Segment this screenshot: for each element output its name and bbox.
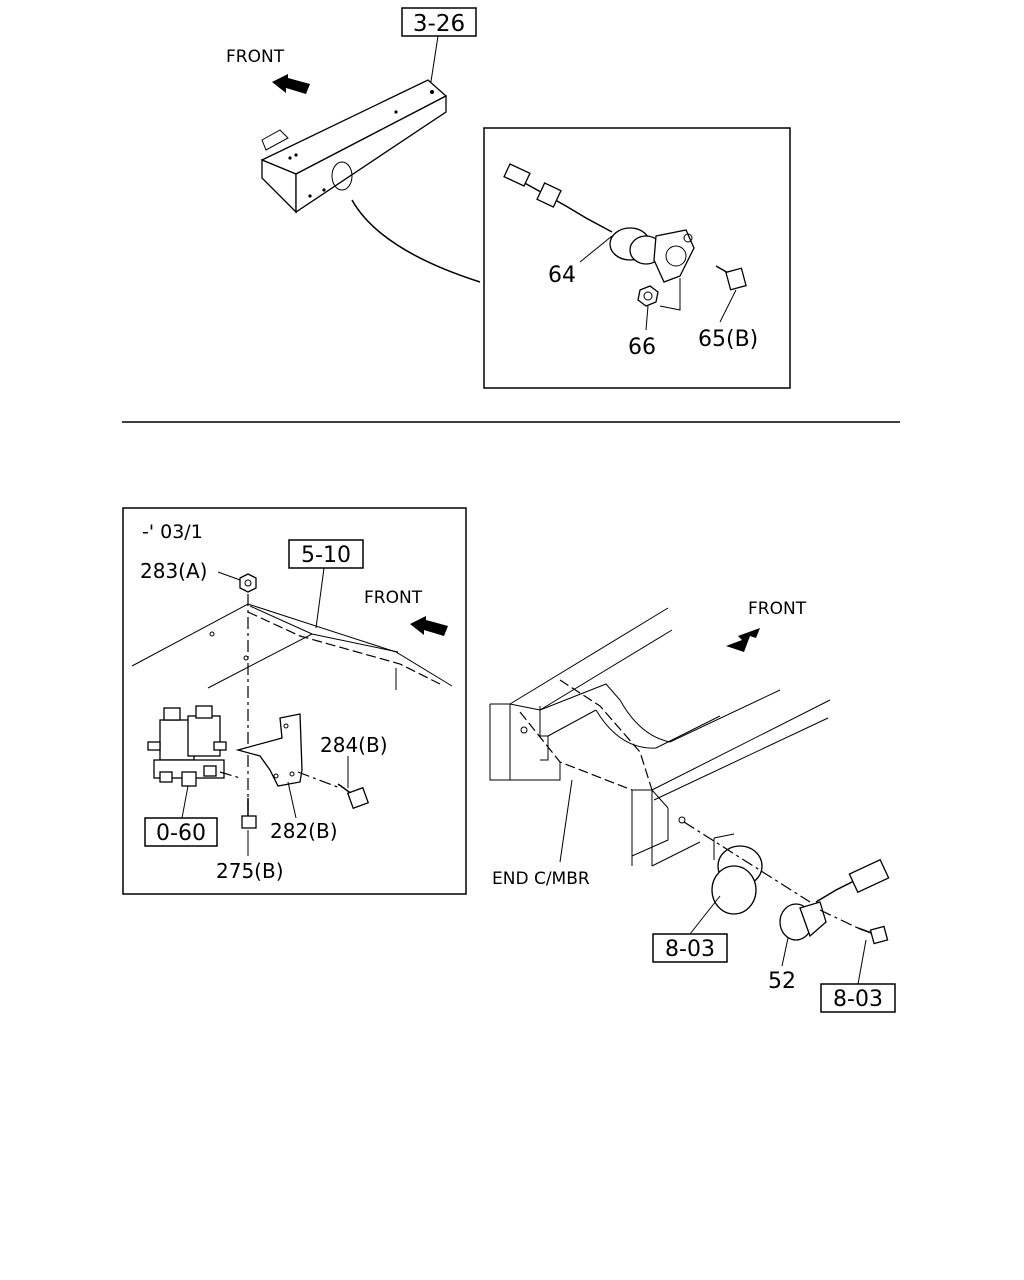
leader-64	[579, 235, 613, 263]
front-label-br: FRONT	[748, 599, 807, 619]
label-65: 65(B)	[698, 327, 758, 352]
leader-65	[719, 289, 737, 323]
ref-8-03-a-leader	[689, 895, 721, 935]
leader-66	[645, 305, 649, 331]
label-282: 282(B)	[270, 819, 338, 843]
detail-connector	[351, 199, 481, 283]
label-66: 66	[628, 335, 656, 360]
nut-283[interactable]	[239, 573, 257, 593]
leader-52	[781, 937, 789, 967]
front-arrow-top	[272, 74, 310, 94]
end-member-label: END C/MBR	[492, 869, 590, 889]
label-284: 284(B)	[320, 733, 388, 757]
ref-box-5-10[interactable]	[288, 539, 364, 569]
nut-66[interactable]	[637, 285, 659, 307]
bottom-left-section: -' 03/1 5-10 FRONT 283(A)	[122, 507, 467, 895]
leader-283	[217, 571, 241, 581]
valve-assembly[interactable]	[147, 705, 227, 787]
ref-0-60-leader	[181, 785, 189, 819]
detail-box-top	[483, 127, 791, 389]
bolt-275[interactable]	[241, 798, 257, 829]
ref-3-26-label: 3-26	[413, 11, 465, 37]
ref-5-10-leader	[315, 567, 325, 629]
centerline-52	[683, 821, 811, 903]
valve-line	[219, 771, 241, 779]
leader-bracket	[659, 278, 681, 311]
centerline-bolt	[819, 909, 863, 931]
label-64: 64	[548, 263, 576, 288]
front-label-bl: FRONT	[364, 588, 423, 608]
bolt-65[interactable]	[715, 265, 747, 291]
front-arrow-bl	[410, 616, 448, 636]
ref-8-03-b-label: 8-03	[833, 987, 883, 1012]
ref-5-10-label: 5-10	[301, 543, 351, 568]
ref-box-3-26[interactable]	[401, 7, 477, 37]
sensor-64[interactable]	[503, 163, 695, 283]
ref-box-0-60[interactable]	[144, 817, 218, 847]
bolt-8-03[interactable]	[857, 925, 889, 945]
front-arrow-br	[726, 628, 760, 652]
end-member-leader	[559, 779, 573, 863]
frame-rails	[489, 607, 831, 867]
label-283: 283(A)	[140, 559, 207, 583]
crossmember-edge-1	[131, 603, 453, 687]
bolt-284[interactable]	[297, 771, 370, 810]
ref-leader	[429, 35, 439, 89]
bottom-right-section: FRONT END C/MBR	[489, 599, 896, 1013]
detail-box-bottom-left	[122, 507, 467, 895]
crossmember-edge-3	[207, 633, 313, 689]
label-52: 52	[768, 969, 796, 994]
label-275: 275(B)	[216, 859, 284, 883]
crossmember-hidden	[247, 611, 441, 685]
grommet-8-03[interactable]	[711, 833, 763, 915]
ref-0-60-label: 0-60	[156, 821, 206, 846]
ref-8-03-a-label: 8-03	[665, 937, 715, 962]
ref-8-03-b-leader	[857, 939, 867, 985]
bracket-top	[260, 79, 448, 214]
sensor-52[interactable]	[779, 858, 890, 941]
hole-1	[209, 631, 215, 637]
bracket-282[interactable]	[235, 713, 303, 787]
front-label-top: FRONT	[226, 47, 285, 67]
top-section: 3-26 FRONT	[226, 7, 791, 389]
applicability-note: -' 03/1	[142, 521, 203, 543]
leader-282	[287, 781, 297, 819]
